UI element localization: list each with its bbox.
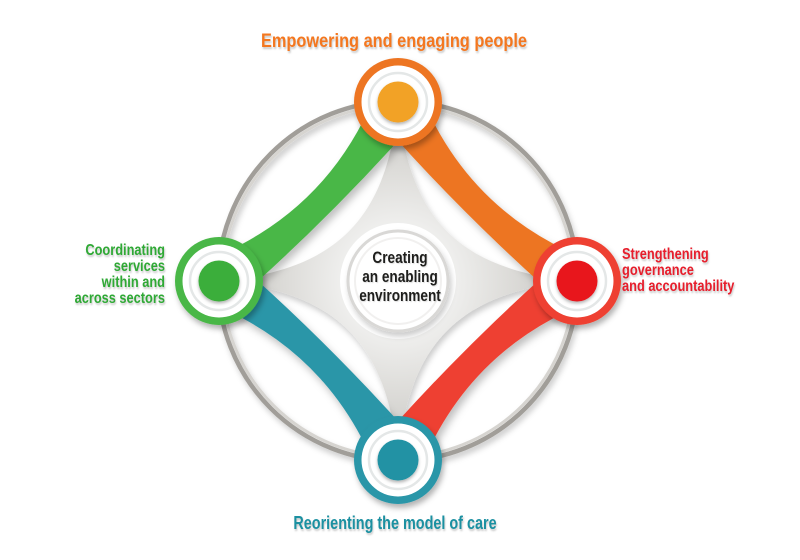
- band-orange-top-to-right: [379, 83, 596, 300]
- center-disc: [346, 229, 450, 333]
- node-top-core: [377, 81, 419, 123]
- node-left-inner-ring: [188, 250, 250, 312]
- node-bottom-core: [377, 439, 419, 481]
- band-teal-bottom-to-left: [200, 262, 417, 479]
- label-line: across sectors: [74, 290, 165, 307]
- node-bottom: [354, 416, 442, 504]
- node-top-inner-ring: [367, 71, 429, 133]
- node-right-inner-ring: [546, 250, 608, 312]
- label-coordinating-services: Coordinating services within and across …: [75, 243, 165, 307]
- label-line: an enabling: [362, 267, 438, 286]
- label-enabling-environment: Creating an enabling environment: [320, 248, 480, 305]
- center-circle: [340, 223, 456, 339]
- label-strengthening-governance: Strengthening governance and accountabil…: [622, 247, 734, 295]
- label-line: Coordinating: [85, 242, 165, 259]
- center-inner-ring: [354, 237, 442, 325]
- node-bottom-inner-ring: [367, 429, 429, 491]
- label-line: and accountability: [622, 278, 735, 295]
- node-left: [175, 237, 263, 325]
- label-line: governance: [622, 262, 694, 279]
- connector-bands: [200, 83, 596, 479]
- band-green-left-to-top: [200, 83, 417, 300]
- label-line: within and: [101, 274, 165, 291]
- node-right-core: [556, 260, 598, 302]
- band-red-right-to-bottom: [379, 262, 596, 479]
- label-empowering-people: Empowering and engaging people: [260, 31, 528, 52]
- label-reorienting-care: Reorienting the model of care: [293, 513, 497, 533]
- node-left-core: [198, 260, 240, 302]
- label-line: environment: [359, 286, 441, 305]
- label-line: services: [113, 258, 165, 275]
- label-line: Creating: [372, 248, 428, 267]
- node-right: [533, 237, 621, 325]
- label-line: Strengthening: [622, 246, 709, 263]
- node-top: [354, 58, 442, 146]
